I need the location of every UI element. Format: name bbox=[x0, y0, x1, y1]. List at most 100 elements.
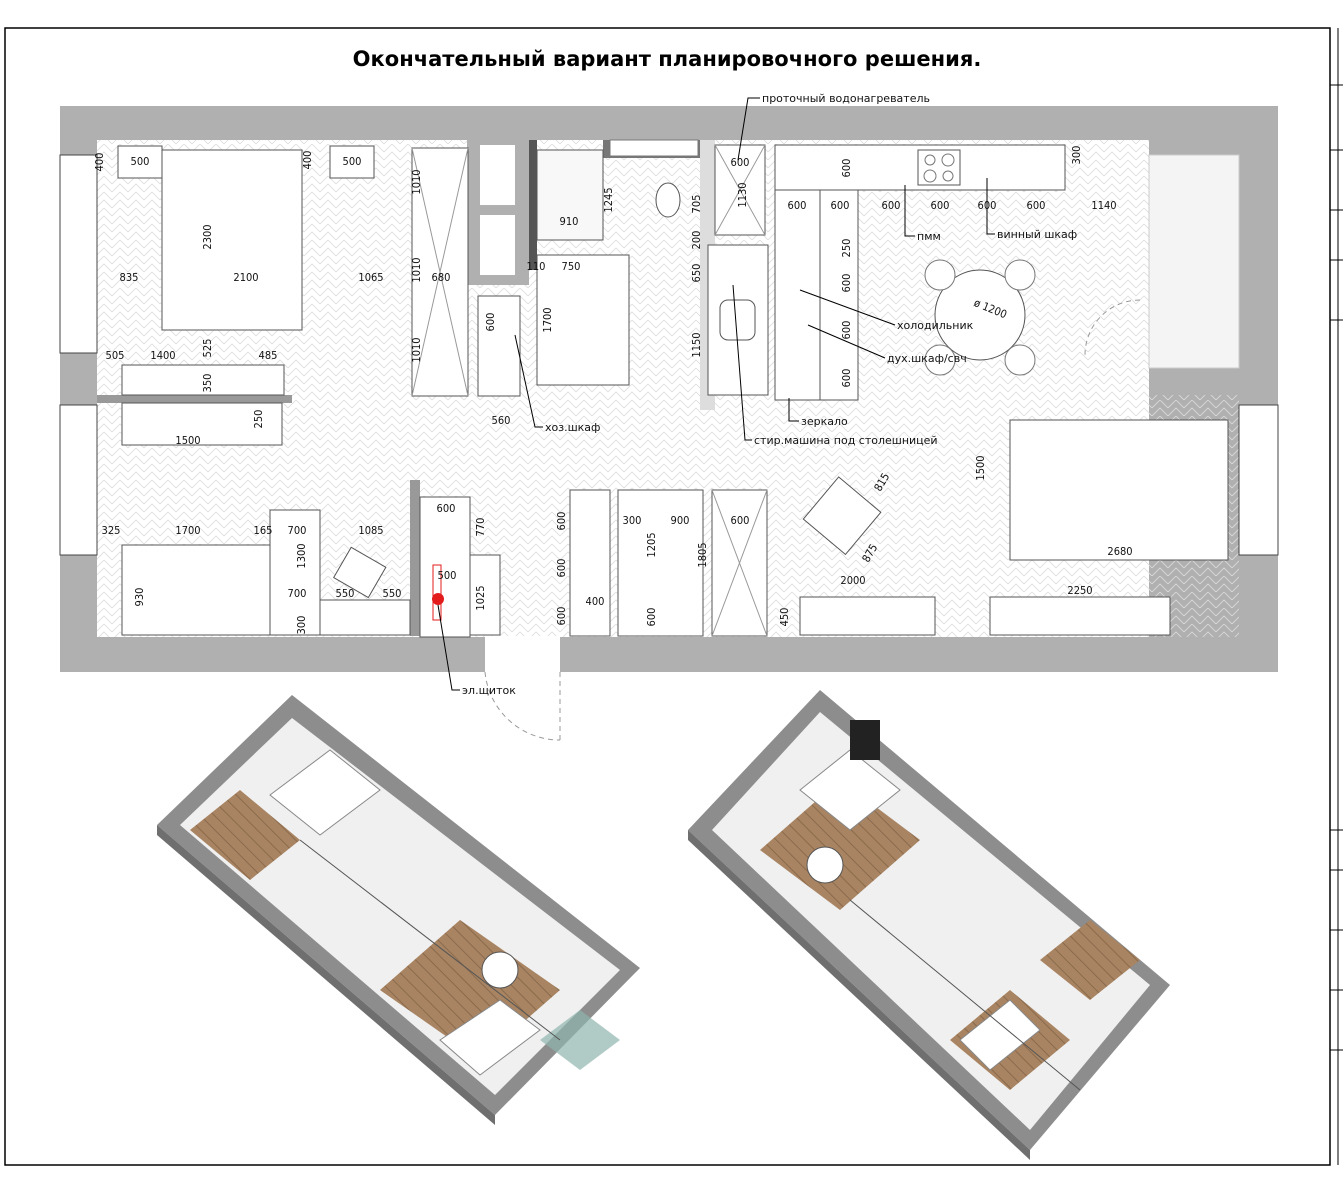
dimension-label: 500 bbox=[131, 155, 150, 168]
dimension-label: 700 bbox=[288, 587, 307, 600]
dimension-label: 705 bbox=[690, 195, 703, 214]
annotation-mirror: зеркало bbox=[801, 415, 848, 428]
annotation-fridge: холодильник bbox=[897, 319, 974, 332]
dimension-label: 550 bbox=[336, 587, 355, 600]
dimension-label: 1500 bbox=[175, 434, 200, 447]
dimension-label: 600 bbox=[731, 156, 750, 169]
dimension-label: 600 bbox=[484, 313, 497, 332]
dimension-label: 2000 bbox=[840, 574, 865, 587]
dimension-label: 325 bbox=[102, 524, 121, 537]
cooktop bbox=[917, 149, 961, 186]
dimension-label: 500 bbox=[343, 155, 362, 168]
dimension-label: 750 bbox=[562, 260, 581, 273]
sofa bbox=[1009, 419, 1229, 561]
dimension-label: 560 bbox=[492, 414, 511, 427]
dimension-label: 500 bbox=[438, 569, 457, 582]
dimension-label: 835 bbox=[120, 271, 139, 284]
dimension-label: 1025 bbox=[474, 585, 487, 610]
dimension-label: 600 bbox=[645, 608, 658, 627]
dimension-label: 350 bbox=[201, 374, 214, 393]
isometric-view-left bbox=[157, 695, 640, 1125]
dimension-label: 485 bbox=[259, 349, 278, 362]
dimension-label: 770 bbox=[474, 518, 487, 537]
dimension-label: 165 bbox=[254, 524, 273, 537]
entrance-opening bbox=[485, 636, 560, 672]
dimension-label: 525 bbox=[201, 339, 214, 358]
balcony bbox=[1148, 154, 1240, 369]
dimension-label: 1500 bbox=[974, 455, 987, 480]
desk-chair bbox=[332, 546, 387, 599]
dining-table bbox=[934, 269, 1026, 361]
iso-bed bbox=[269, 749, 381, 836]
dimension-label: 550 bbox=[383, 587, 402, 600]
dimension-label: 200 bbox=[690, 231, 703, 250]
dimension-label: 1805 bbox=[696, 542, 709, 567]
annotations bbox=[437, 97, 995, 691]
annotation-electric-panel: эл.щиток bbox=[462, 684, 516, 697]
title-block-strip bbox=[1329, 28, 1343, 1165]
dimension-label: 300 bbox=[1070, 146, 1083, 165]
dimension-label: 1150 bbox=[690, 332, 703, 357]
dimension-label: 600 bbox=[731, 514, 750, 527]
annotation-washing-machine: стир.машина под столешницей bbox=[754, 434, 938, 447]
dimension-label: 1700 bbox=[175, 524, 200, 537]
armchair bbox=[802, 476, 882, 556]
dimension-label: 2680 bbox=[1107, 545, 1132, 558]
dimension-label: 2100 bbox=[233, 271, 258, 284]
floor-plan bbox=[59, 106, 1279, 741]
iso-bed bbox=[959, 999, 1041, 1071]
dimension-label: 250 bbox=[840, 239, 853, 258]
dimension-label: 400 bbox=[586, 595, 605, 608]
dimension-label: 300 bbox=[623, 514, 642, 527]
dimension-label: 1085 bbox=[358, 524, 383, 537]
dimension-label: 400 bbox=[93, 153, 106, 172]
dimension-label: 1010 bbox=[410, 337, 423, 362]
annotation-water-heater: проточный водонагреватель bbox=[762, 92, 930, 105]
dimension-label: 1010 bbox=[410, 169, 423, 194]
electric-panel-icon bbox=[432, 593, 444, 605]
dimension-label: 600 bbox=[840, 159, 853, 178]
dimension-label: 600 bbox=[840, 369, 853, 388]
annotation-wine-cabinet: винный шкаф bbox=[997, 228, 1077, 241]
dimension-label: 1205 bbox=[645, 532, 658, 557]
dimension-label: 505 bbox=[106, 349, 125, 362]
toilet bbox=[655, 182, 681, 218]
sink bbox=[719, 299, 756, 341]
annotation-dishwasher: пмм bbox=[917, 230, 941, 243]
iso-dining-table bbox=[806, 846, 844, 884]
dimension-label: 600 bbox=[555, 607, 568, 626]
electric-panel bbox=[432, 564, 442, 621]
dimension-label: 930 bbox=[133, 588, 146, 607]
dimension-label: 110 bbox=[527, 260, 546, 273]
dimension-label: 1245 bbox=[602, 187, 615, 212]
dimension-label: 600 bbox=[788, 199, 807, 212]
dimension-label: 910 bbox=[560, 215, 579, 228]
bathtub bbox=[536, 254, 630, 386]
iso-sofa bbox=[799, 749, 901, 831]
dimension-label: 1065 bbox=[358, 271, 383, 284]
dimension-label: 1140 bbox=[1091, 199, 1116, 212]
dimension-label: 900 bbox=[671, 514, 690, 527]
shower bbox=[536, 149, 604, 241]
dimension-label: 600 bbox=[840, 321, 853, 340]
bed bbox=[161, 149, 303, 331]
dimension-label: 600 bbox=[840, 274, 853, 293]
dimension-label: 600 bbox=[1027, 199, 1046, 212]
dimension-label: 450 bbox=[778, 608, 791, 627]
dimension-label: 1300 bbox=[295, 543, 308, 568]
dimension-label: 300 bbox=[295, 616, 308, 635]
dimension-label: 400 bbox=[301, 151, 314, 170]
dimension-label: 600 bbox=[882, 199, 901, 212]
dimension-label: 600 bbox=[555, 559, 568, 578]
dimension-label: 600 bbox=[831, 199, 850, 212]
dimension-label: 680 bbox=[432, 271, 451, 284]
iso-dining-table bbox=[481, 951, 519, 989]
dimension-label: 600 bbox=[931, 199, 950, 212]
dimension-label: 1400 bbox=[150, 349, 175, 362]
dimension-label: 600 bbox=[555, 512, 568, 531]
dimension-label: 650 bbox=[690, 264, 703, 283]
dimension-label: 1700 bbox=[541, 307, 554, 332]
annotation-utility-closet: хоз.шкаф bbox=[545, 421, 600, 434]
